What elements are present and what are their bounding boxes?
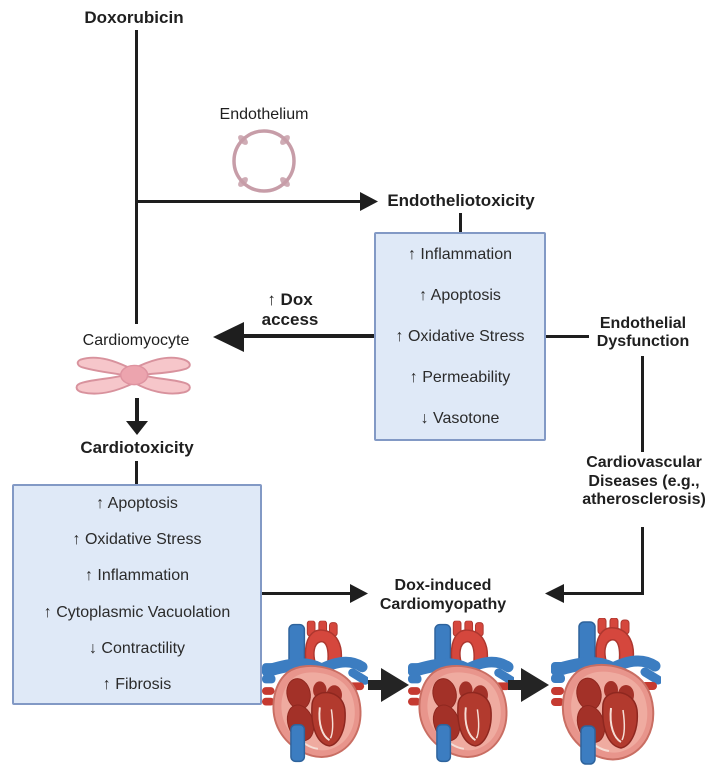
arrowhead-left-icon [545,584,564,603]
effect-item: ↑ Apoptosis [419,286,501,304]
arrowhead-left-icon [213,322,244,352]
label-dox-induced-cardiomyopathy: Dox-induced Cardiomyopathy [379,577,507,614]
label-cardiotoxicity: Cardiotoxicity [80,438,194,457]
label-endothelium: Endothelium [219,106,309,123]
label-cardiovascular-diseases: Cardiovascular Diseases (e.g., atheroscl… [582,454,706,509]
effect-item: ↑ Fibrosis [102,675,172,693]
progression-arrow-icon [368,668,409,702]
effect-item: ↑ Cytoplasmic Vacuolation [43,603,231,621]
connector-endotheliotoxicity-box [459,213,462,232]
flow-line-cvd-to-cardiomyopathy [562,592,644,595]
effect-item: ↑ Oxidative Stress [395,327,525,345]
heart-icon [262,620,368,764]
connector-box-endothelial-dysfunction [546,335,589,338]
label-cardiomyocyte: Cardiomyocyte [82,332,190,349]
flow-line-cardiomyocyte-down [135,398,139,422]
line-cvd-down [641,527,644,595]
effect-item: ↑ Oxidative Stress [72,531,202,549]
effect-item: ↓ Contractility [88,639,186,657]
endotheliotoxicity-effects-box: ↑ Inflammation ↑ Apoptosis ↑ Oxidative S… [374,232,546,441]
label-dox-access: ↑ Dox access [261,290,319,329]
effect-item: ↑ Apoptosis [96,495,178,513]
progression-arrow-icon [508,668,549,702]
effect-item: ↑ Inflammation [84,567,190,585]
effect-item: ↑ Permeability [409,368,511,386]
label-doxorubicin: Doxorubicin [84,8,184,27]
arrowhead-down-icon [126,421,148,435]
flow-line-dox-access [242,334,374,338]
effect-item: ↓ Vasotone [420,409,500,427]
cardiomyocyte-cell-icon [75,356,191,395]
line-endothelial-to-cvd [641,356,644,452]
heart-icon [550,618,662,766]
endothelium-cell-icon [232,129,296,193]
cardiotoxicity-effects-box: ↑ Apoptosis ↑ Oxidative Stress ↑ Inflamm… [12,484,262,705]
label-endotheliotoxicity: Endotheliotoxicity [387,191,535,210]
label-endothelial-dysfunction: Endothelial Dysfunction [596,315,690,351]
flow-line-doxorubicin-vertical [135,30,138,324]
arrowhead-right-icon [350,584,368,603]
flow-line-cardiotoxicity-to-cardiomyopathy [262,592,352,595]
heart-icon [408,620,514,764]
arrowhead-right-icon [360,192,378,211]
connector-cardiotoxicity-box [135,461,138,484]
effect-item: ↑ Inflammation [407,245,513,263]
flow-line-to-endotheliotoxicity [135,200,361,203]
